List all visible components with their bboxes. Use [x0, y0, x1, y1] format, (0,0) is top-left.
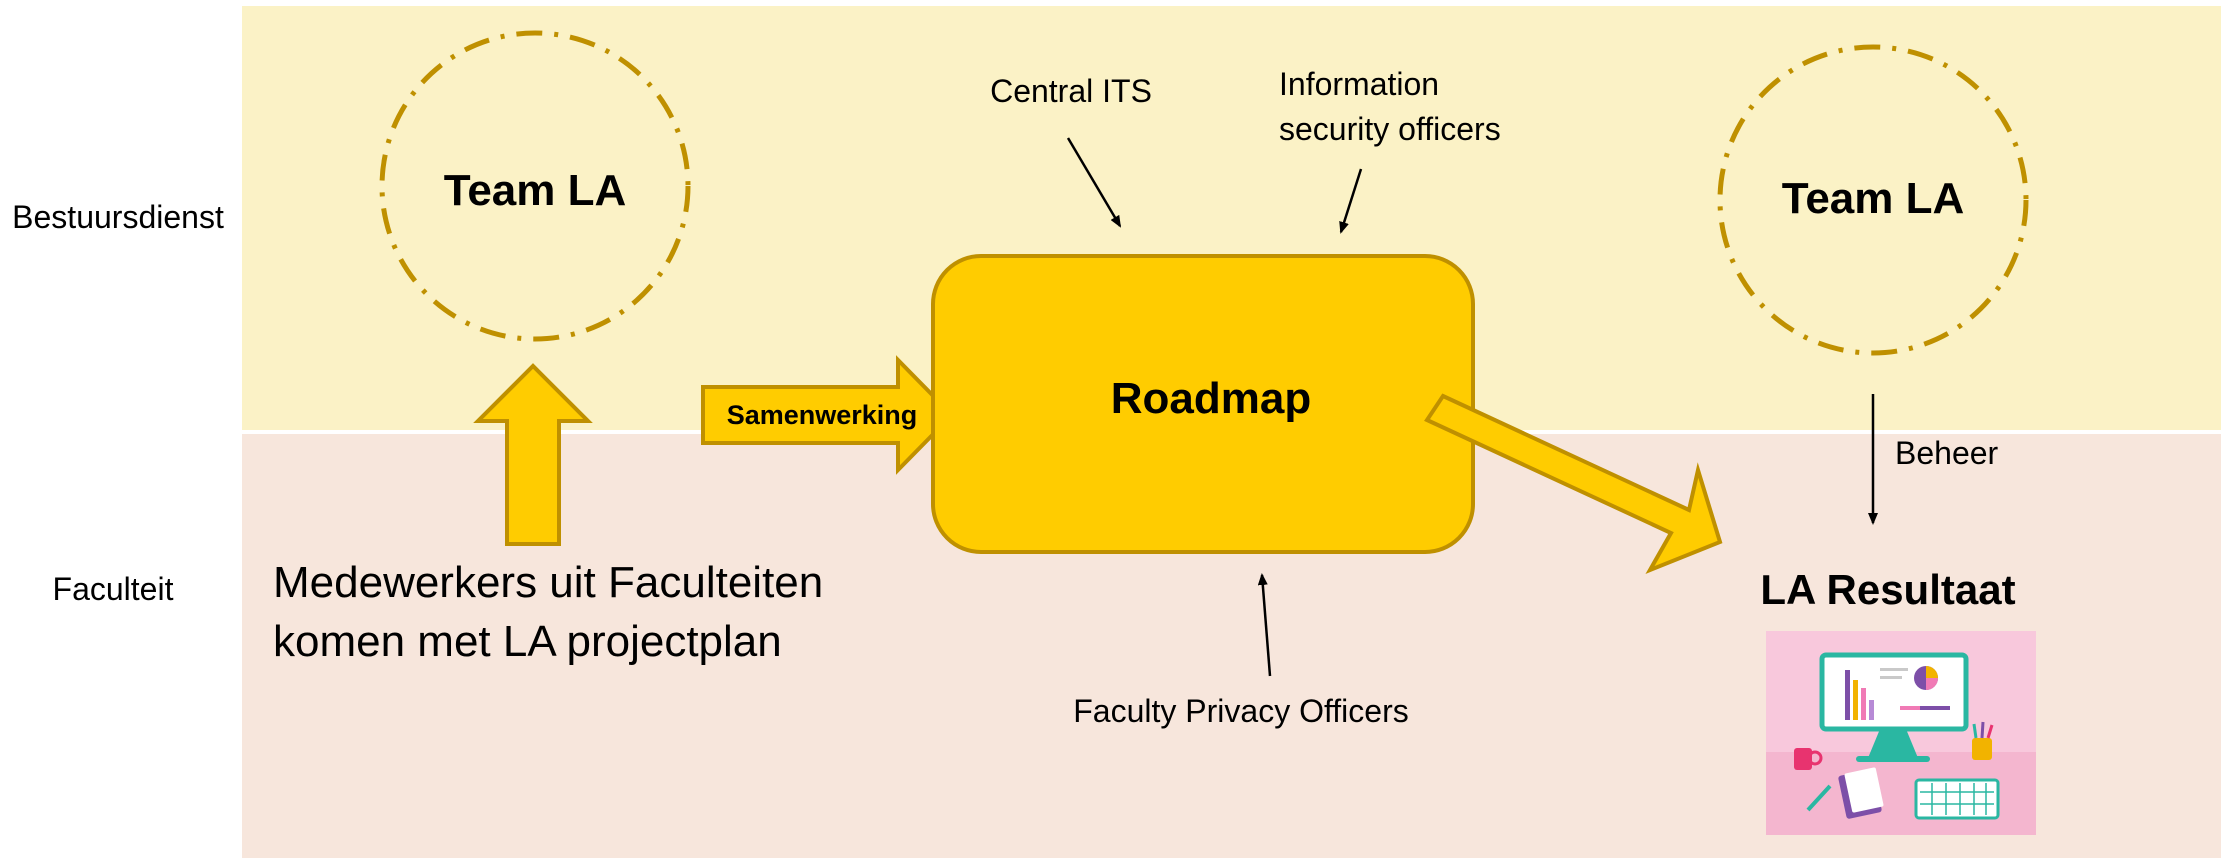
roadmap-box	[931, 254, 1475, 554]
dashboard-desk-illustration	[1766, 631, 2036, 835]
faculty-staff-line2: komen met LA projectplan	[273, 617, 782, 666]
info-security-label-line1: Information	[1279, 66, 1439, 102]
team-la-circle-right	[1717, 44, 2029, 356]
team-la-label-right: Team LA	[1782, 174, 1965, 223]
team-la-circle-left	[379, 30, 691, 342]
beheer-label: Beheer	[1895, 435, 1999, 471]
faculty-privacy-label: Faculty Privacy Officers	[1073, 693, 1408, 729]
team-la-label-left: Team LA	[444, 166, 627, 215]
central-its-label: Central ITS	[990, 73, 1152, 109]
info-security-arrow	[1339, 168, 1363, 234]
central-its-arrow	[1066, 137, 1122, 228]
lane-label-bestuursdienst: Bestuursdienst	[12, 199, 224, 235]
samenwerking-label: Samenwerking	[727, 400, 918, 430]
privacy-officers-arrow	[1257, 573, 1272, 677]
up-arrow-to-team	[473, 363, 593, 546]
lane-label-faculteit: Faculteit	[53, 571, 174, 607]
la-resultaat-label: LA Resultaat	[1760, 566, 2015, 613]
info-security-label-line2: security officers	[1279, 111, 1501, 147]
roadmap-label: Roadmap	[1111, 374, 1311, 423]
result-arrow	[1424, 393, 1723, 574]
samenwerking-arrow	[701, 355, 955, 475]
faculty-staff-line1: Medewerkers uit Faculteiten	[273, 558, 823, 607]
